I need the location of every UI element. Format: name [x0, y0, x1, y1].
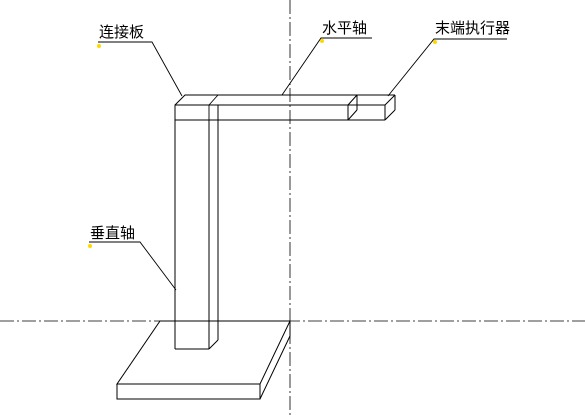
vertical-axis-column: [174, 120, 219, 350]
leader-vertical-axis: [88, 241, 177, 291]
label-vertical-axis: 垂直轴: [90, 224, 135, 242]
leader-horizontal-axis: [281, 37, 372, 96]
connecting-plate: [174, 94, 228, 121]
base-plate: [116, 320, 291, 400]
label-horizontal-axis: 水平轴: [322, 19, 367, 37]
end-effector-block: [347, 94, 396, 121]
label-connecting-plate: 连接板: [99, 23, 144, 41]
label-end-effector: 末端执行器: [435, 19, 510, 37]
horizontal-axis-arm: [175, 94, 395, 121]
leader-connecting-plate: [97, 41, 183, 97]
leader-end-effector: [387, 38, 507, 97]
